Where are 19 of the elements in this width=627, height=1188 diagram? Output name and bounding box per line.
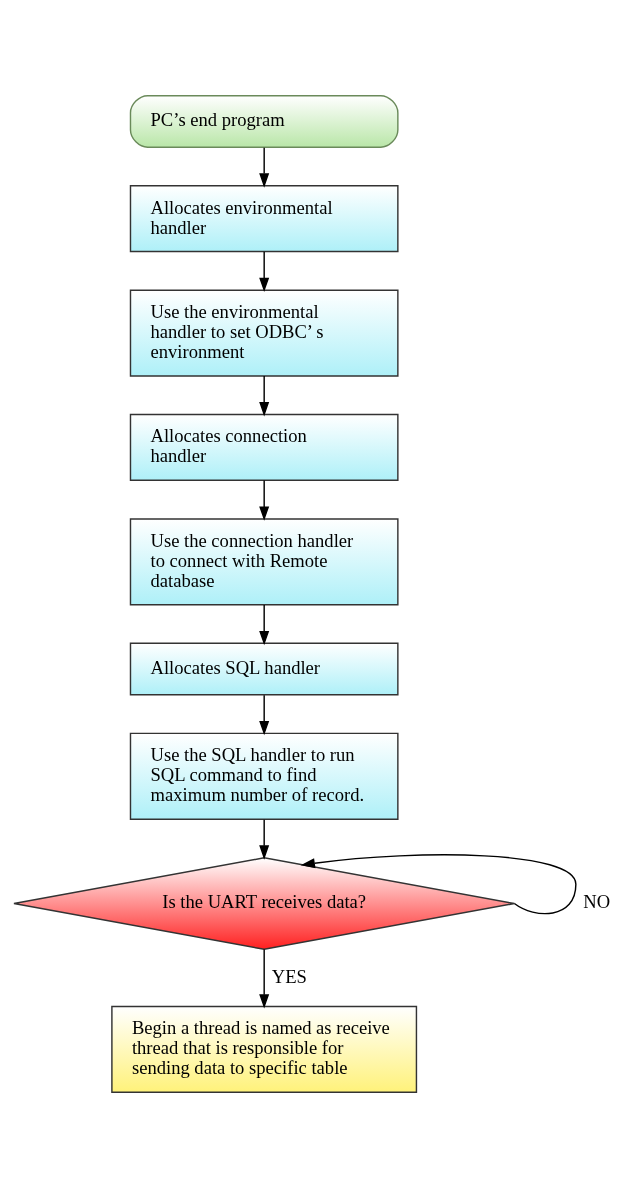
- node-box: Use the environmental handler to set ODBC’ s environment: [129, 289, 399, 377]
- arrow: [259, 819, 270, 860]
- arrow: [259, 251, 270, 293]
- arrow: [259, 604, 270, 646]
- arrow: [300, 854, 577, 915]
- node-box: Begin a thread is named as receive thread that is responsible for sending data to specific table: [111, 1005, 418, 1093]
- node-box: Allocates environmental handler: [129, 185, 399, 253]
- node-box: Allocates connection handler: [129, 413, 399, 482]
- edge-label: NO: [583, 891, 611, 913]
- arrow: [259, 479, 270, 521]
- node-box: Use the connection handler to connect with Remote database: [129, 518, 399, 606]
- arrow: [259, 694, 270, 736]
- arrow: [259, 948, 270, 1009]
- node-box: Allocates SQL handler: [129, 642, 399, 696]
- arrow: [259, 146, 270, 188]
- node-box: PC’s end program: [129, 95, 399, 148]
- edge-label: YES: [271, 965, 307, 987]
- arrow: [259, 375, 270, 417]
- node-box: Use the SQL handler to run SQL command to find maximum number of record.: [129, 732, 399, 820]
